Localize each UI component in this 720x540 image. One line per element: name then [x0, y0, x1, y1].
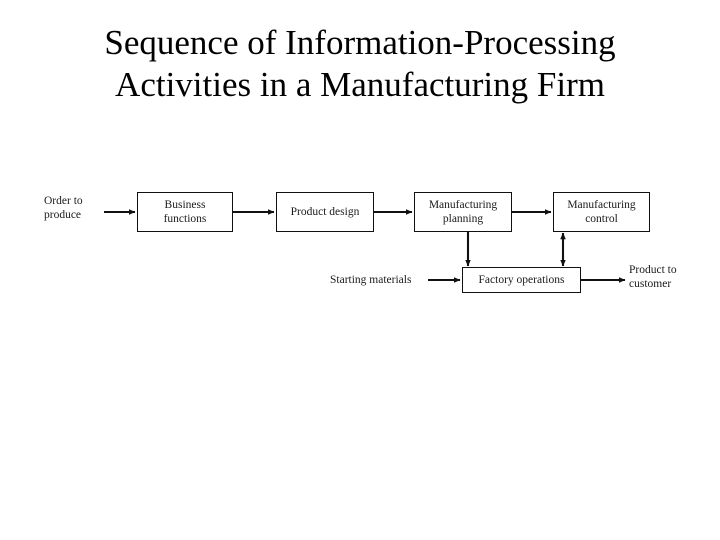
label-product-to-customer-line-1: Product to: [629, 264, 677, 276]
box-product-design-label: Product design: [290, 206, 360, 218]
box-manufacturing-planning-line-2: planning: [442, 213, 484, 225]
label-product-to-customer-line-2: customer: [629, 278, 672, 290]
page-title-line-2: Activities in a Manufacturing Firm: [115, 65, 605, 104]
label-starting-materials-text: Starting materials: [330, 274, 412, 286]
label-order-to-produce-line-1: Order to: [44, 195, 83, 207]
label-starting-materials: Starting materials: [330, 273, 411, 287]
box-business-functions-line-1: Business: [164, 199, 206, 211]
box-business-functions-label: Business functions: [161, 198, 210, 226]
box-manufacturing-control-line-2: control: [585, 213, 618, 225]
box-manufacturing-planning-label: Manufacturing planning: [426, 198, 500, 226]
label-order-to-produce: Order to produce: [44, 194, 83, 222]
box-manufacturing-control[interactable]: Manufacturing control: [553, 192, 650, 232]
box-business-functions[interactable]: Business functions: [137, 192, 233, 232]
box-manufacturing-control-label: Manufacturing control: [564, 198, 638, 226]
box-factory-operations[interactable]: Factory operations: [462, 267, 581, 293]
box-manufacturing-planning-line-1: Manufacturing: [428, 199, 498, 211]
box-business-functions-line-2: functions: [163, 213, 207, 225]
box-factory-operations-label: Factory operations: [478, 274, 565, 286]
page-title-line-1: Sequence of Information-Processing: [104, 23, 616, 62]
box-manufacturing-planning[interactable]: Manufacturing planning: [414, 192, 512, 232]
box-product-design[interactable]: Product design: [276, 192, 374, 232]
label-product-to-customer: Product to customer: [629, 263, 677, 291]
page-title: Sequence of Information-Processing Activ…: [8, 22, 712, 106]
box-manufacturing-control-line-1: Manufacturing: [567, 199, 636, 211]
label-order-to-produce-line-2: produce: [44, 209, 82, 221]
